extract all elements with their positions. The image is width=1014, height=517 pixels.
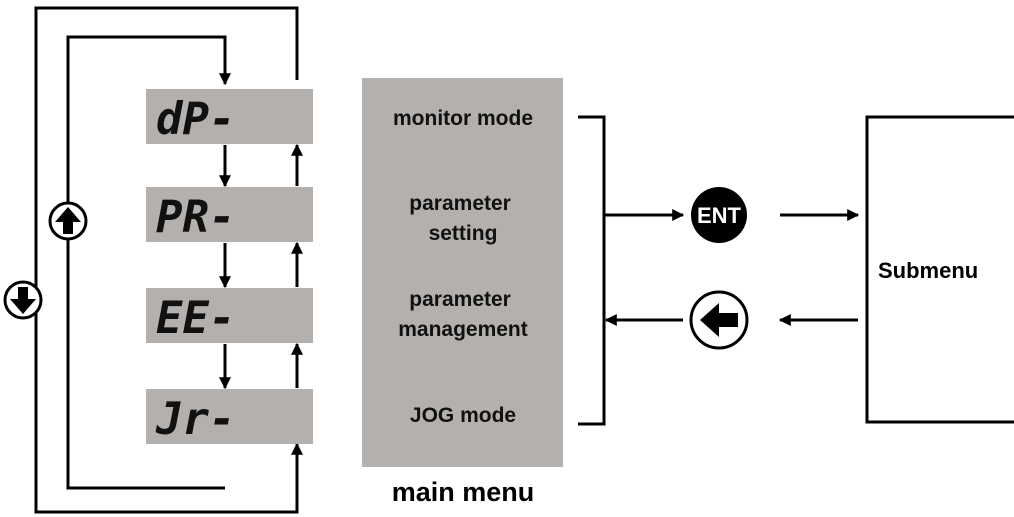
menu-item-parameter-setting: parameter setting	[409, 192, 516, 245]
display-code: EE-	[156, 293, 235, 344]
display-bar-ee: EE-	[146, 288, 313, 344]
left-arrow-icon	[700, 303, 738, 337]
down-button[interactable]	[3, 280, 43, 320]
display-bar-dp: dP-	[146, 89, 313, 145]
submenu-label: Submenu	[878, 258, 978, 283]
outer-loop-line	[34, 6, 299, 514]
menu-item-monitor-mode: monitor mode	[393, 107, 533, 130]
display-code: PR-	[156, 192, 235, 243]
ent-button[interactable]: ENT	[691, 187, 747, 243]
back-button[interactable]	[689, 290, 749, 350]
display-bar-pa: PR-	[146, 187, 313, 243]
display-code: dP-	[156, 94, 235, 145]
menu-item-parameter-management: parameter management	[398, 288, 528, 341]
main-menu-panel: monitor mode parameter setting parameter…	[362, 78, 563, 467]
menu-item-jog-mode: JOG mode	[410, 404, 516, 427]
up-arrow-icon	[55, 207, 81, 234]
down-arrow-icon	[10, 287, 36, 314]
menu-bracket	[578, 115, 606, 426]
display-bar-jr: Jr-	[146, 389, 313, 445]
main-menu-caption: main menu	[392, 477, 535, 507]
enter-icon: ENT	[697, 203, 742, 228]
display-code: Jr-	[155, 394, 235, 445]
submenu-box	[865, 115, 1014, 424]
up-button[interactable]	[48, 201, 88, 241]
